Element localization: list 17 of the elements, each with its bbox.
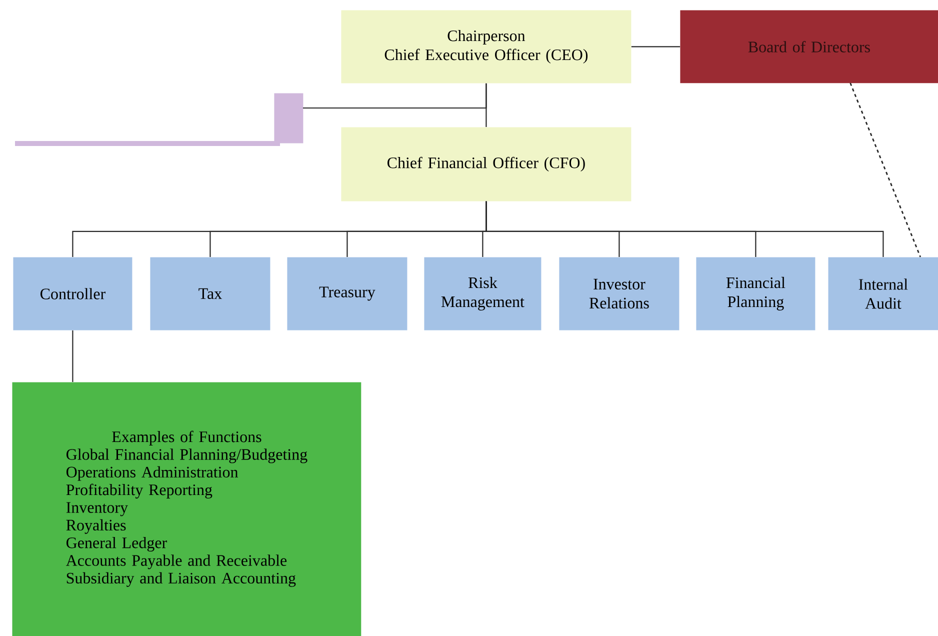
- connector-line: [850, 82, 922, 258]
- connector-line: [72, 330, 74, 382]
- department-box: Treasury: [287, 257, 408, 330]
- department-box: Risk Management: [424, 257, 542, 330]
- connector-line: [486, 201, 884, 257]
- board-box: Board of Directors: [680, 10, 938, 84]
- connector-line: [303, 83, 487, 109]
- executive-box: [15, 93, 304, 146]
- department-box: Financial Planning: [696, 257, 816, 330]
- executive-box: Chief Financial Officer (CFO): [341, 127, 632, 202]
- department-box: Controller: [13, 257, 132, 330]
- department-box: Tax: [150, 257, 270, 330]
- connector-line: [631, 46, 680, 48]
- executive-box: Chairperson Chief Executive Officer (CEO): [341, 10, 632, 84]
- department-box: Investor Relations: [559, 257, 680, 330]
- department-box: Internal Audit: [828, 257, 938, 330]
- functions-box: Examples of Functions Global Financial Planning/Budgeting Operations Administration Profitability Reporting Inventory Royalties General Ledger Accounts Payable and Receivable Subsidiary and Liaison Accounting: [12, 382, 362, 636]
